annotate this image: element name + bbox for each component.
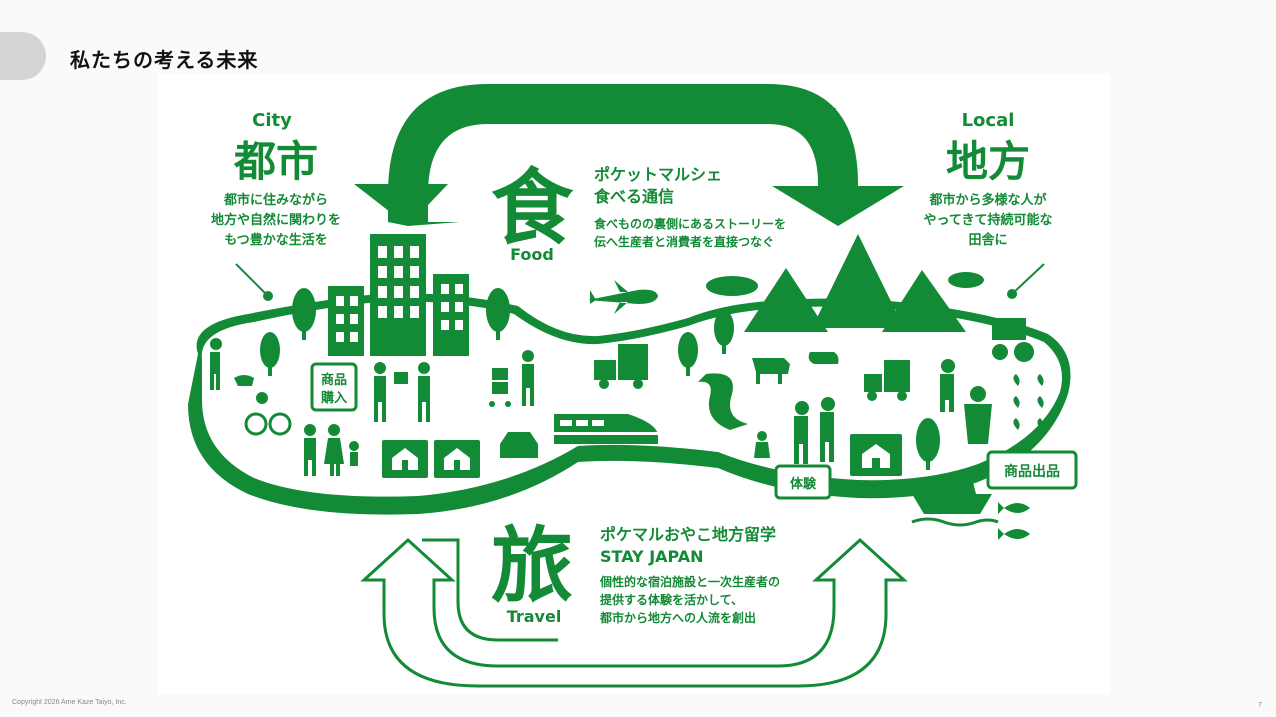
city-desc-line3: もつ豊かな生活を xyxy=(224,232,327,248)
section-tab xyxy=(0,32,46,80)
truck-icon xyxy=(594,344,910,401)
food-service-line1: ポケットマルシェ xyxy=(594,165,722,184)
local-label-ja: 地方 xyxy=(946,137,1030,186)
people-icons xyxy=(210,338,430,476)
food-desc-line1: 食べものの裏側にあるストーリーを xyxy=(593,216,786,231)
travel-arrow-left xyxy=(422,538,558,642)
purchase-badge-line2: 購入 xyxy=(320,390,347,406)
food-service-line2: 食べる通信 xyxy=(593,187,674,206)
train-icon xyxy=(554,414,658,444)
page-number: 7 xyxy=(1258,702,1262,709)
travel-service-line2: STAY JAPAN xyxy=(600,547,704,566)
city-desc-line2: 地方や自然に関わりを xyxy=(211,212,341,228)
local-desc-line3: 田舎に xyxy=(968,232,1007,248)
listing-badge-label: 商品出品 xyxy=(1004,463,1060,480)
future-vision-illustration: 商品 購入 xyxy=(188,84,1078,688)
local-desc-line2: やってきて持続可能な xyxy=(924,212,1053,228)
listing-badge xyxy=(986,450,1078,490)
local-label-en: Local xyxy=(962,110,1015,131)
experience-badge xyxy=(774,464,832,500)
plane-icon xyxy=(588,280,658,314)
tractor-icon xyxy=(992,318,1034,362)
sprouts-icon xyxy=(1013,374,1044,430)
local-desc-line1: 都市から多様な人が xyxy=(928,192,1046,208)
local-people-icon xyxy=(754,359,992,464)
fish-icon-2 xyxy=(998,528,1030,540)
travel-label-en: Travel xyxy=(507,607,562,626)
delivery-person-icon xyxy=(489,350,534,407)
food-desc-line2: 伝へ生産者と消費者を直接つなぐ xyxy=(594,234,774,249)
local-pointer-line xyxy=(1011,263,1045,295)
purchase-badge-line1: 商品 xyxy=(321,372,347,388)
river-icon xyxy=(698,373,748,430)
city-pointer-line xyxy=(235,263,269,297)
cow-icon xyxy=(752,358,790,384)
city-label-en: City xyxy=(252,110,292,131)
fish-icon xyxy=(998,502,1030,514)
bird-icon xyxy=(763,94,810,123)
pig-icon xyxy=(808,352,839,364)
travel-desc-line3: 都市から地方への人流を創出 xyxy=(599,610,756,625)
cloud-icon xyxy=(706,276,758,296)
travel-service-line1: ポケマルおやこ地方留学 xyxy=(600,525,776,544)
mountains-icon xyxy=(744,234,966,332)
illustration-panel: 商品 購入 xyxy=(158,74,1110,694)
purchase-badge xyxy=(310,362,358,412)
car-icon xyxy=(500,432,538,458)
travel-desc-line1: 個性的な宿泊施設と一次生産者の xyxy=(599,574,780,589)
top-arrow-left-head xyxy=(354,184,448,226)
cloud-icon-small xyxy=(948,272,984,288)
ship-icon xyxy=(912,478,992,514)
page-title: 私たちの考える未来 xyxy=(70,48,259,72)
travel-desc-line2: 提供する体験を活かして、 xyxy=(600,592,743,607)
food-label-en: Food xyxy=(510,245,554,264)
bird-icon-small xyxy=(810,108,836,123)
experience-badge-label: 体験 xyxy=(790,476,817,492)
travel-kanji: 旅 xyxy=(491,519,573,614)
city-label-ja: 都市 xyxy=(233,137,318,186)
copyright-text: Copyright 2026 Ame Kaze Taiyo, Inc. xyxy=(12,699,127,706)
travel-loop-arrow xyxy=(360,537,908,688)
tree-icon xyxy=(260,288,940,470)
food-kanji: 食 xyxy=(491,161,574,256)
city-desc-line1: 都市に住みながら xyxy=(223,192,328,208)
